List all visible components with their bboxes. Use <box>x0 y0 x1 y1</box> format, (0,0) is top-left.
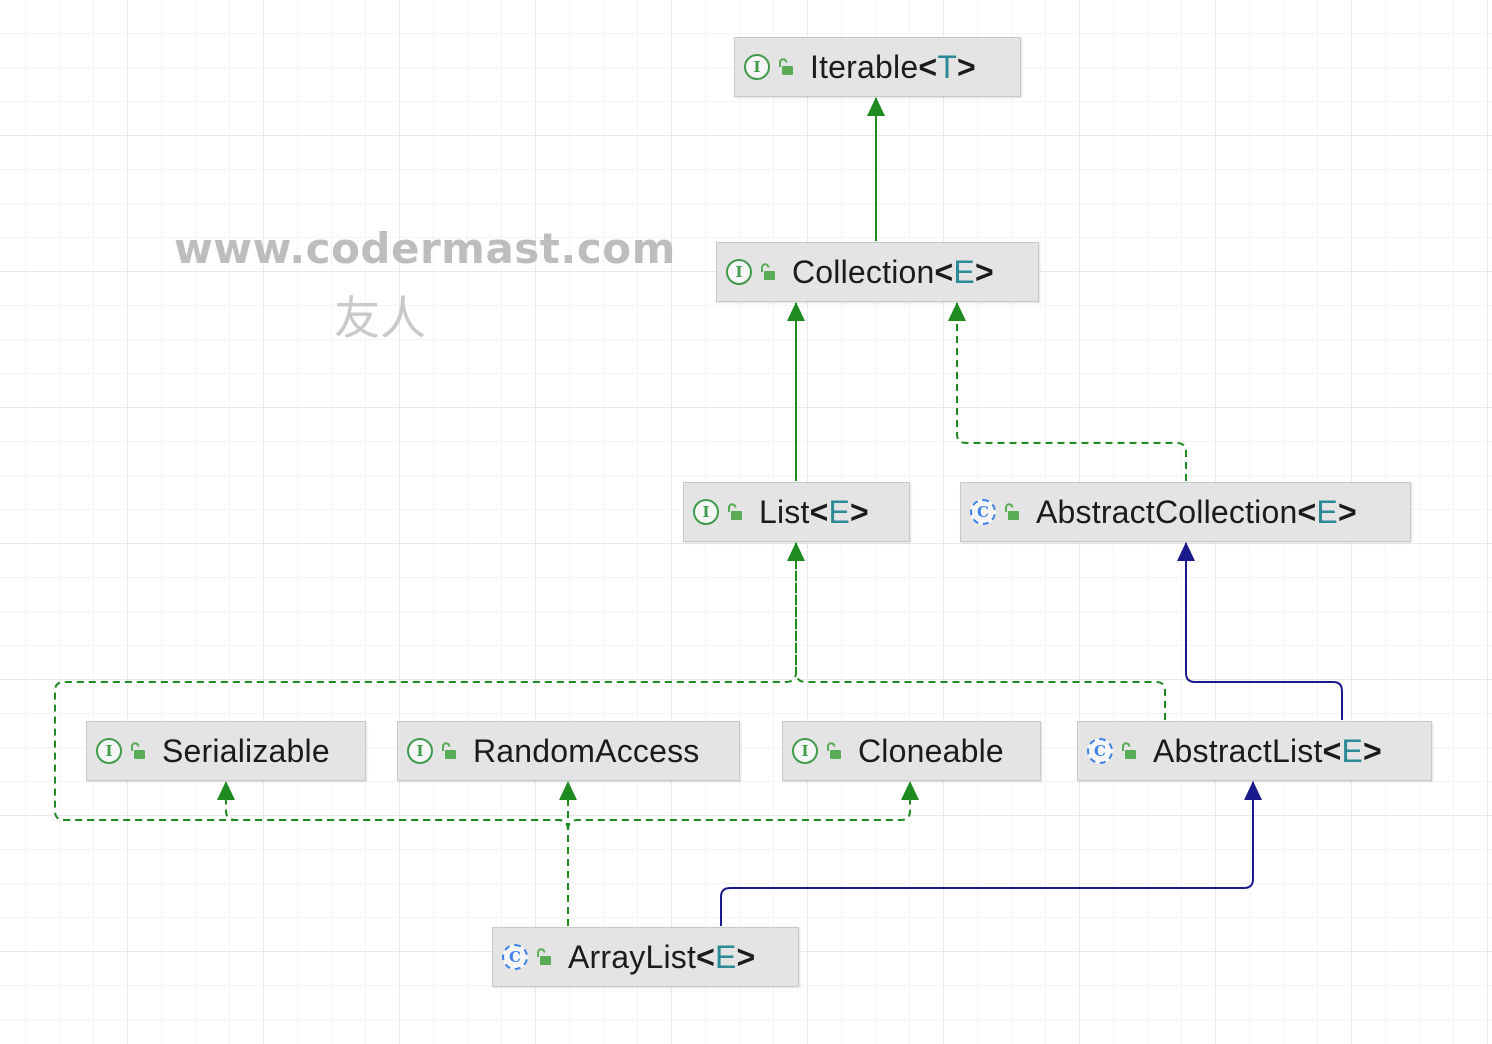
node-serializable[interactable]: I Serializable <box>86 721 366 781</box>
generic-open: < <box>918 48 938 85</box>
edge-abstract_list-implements-list <box>795 543 1166 720</box>
interface-icon: I <box>96 738 122 764</box>
type-name: RandomAccess <box>473 732 700 769</box>
node-iterable[interactable]: I Iterable<T> <box>734 37 1021 97</box>
watermark-url: www.codermast.com <box>174 224 676 273</box>
generic-open: < <box>809 493 829 530</box>
node-collection[interactable]: I Collection<E> <box>716 242 1039 302</box>
open-lock-icon <box>131 742 145 759</box>
edge-array_list-implements-serializable <box>225 782 569 926</box>
node-array-list[interactable]: C ArrayList<E> <box>492 927 799 987</box>
open-lock-icon <box>779 58 793 75</box>
arrowhead-cloneable <box>901 781 919 800</box>
generic-close: > <box>956 48 976 85</box>
type-name: Iterable <box>810 48 919 85</box>
type-name: ArrayList <box>568 938 697 975</box>
open-lock-icon <box>1005 503 1019 520</box>
open-lock-icon <box>728 503 742 520</box>
type-parameter: E <box>714 938 737 975</box>
type-name: AbstractCollection <box>1036 493 1298 530</box>
node-label: Iterable<T> <box>810 49 976 86</box>
generic-open: < <box>934 253 954 290</box>
watermark-text: 友人 <box>334 291 426 345</box>
type-name: Collection <box>792 253 935 290</box>
node-label: Serializable <box>162 733 330 770</box>
open-lock-icon <box>442 742 456 759</box>
type-parameter: T <box>937 48 957 85</box>
type-name: AbstractList <box>1153 732 1323 769</box>
arrowhead-collection <box>948 302 966 321</box>
edge-array_list-extends-abstract_list <box>720 782 1254 926</box>
arrowhead-serializable <box>217 781 235 800</box>
arrowhead-collection <box>787 302 805 321</box>
generic-close: > <box>974 253 994 290</box>
node-label: List<E> <box>759 494 869 531</box>
node-random-access[interactable]: I RandomAccess <box>397 721 740 781</box>
interface-icon: I <box>744 54 770 80</box>
edge-array_list-implements-list <box>54 543 797 926</box>
open-lock-icon <box>1122 742 1136 759</box>
type-parameter: E <box>1341 732 1364 769</box>
type-name: List <box>759 493 810 530</box>
open-lock-icon <box>761 263 775 280</box>
arrowhead-iterable <box>867 97 885 116</box>
type-parameter: E <box>953 253 975 290</box>
class-icon: C <box>502 944 528 970</box>
node-abstract-list[interactable]: C AbstractList<E> <box>1077 721 1432 781</box>
interface-icon: I <box>407 738 433 764</box>
edge-array_list-implements-cloneable <box>567 782 911 926</box>
edge-abstract_list-extends-abstract_collection <box>1185 543 1343 720</box>
interface-icon: I <box>693 499 719 525</box>
node-cloneable[interactable]: I Cloneable <box>782 721 1041 781</box>
arrowhead-abstract_collection <box>1177 542 1195 561</box>
node-label: AbstractCollection<E> <box>1036 494 1357 531</box>
arrowhead-abstract_list <box>1244 781 1262 800</box>
arrowhead-random_access <box>559 781 577 800</box>
type-parameter: E <box>828 493 851 530</box>
open-lock-icon <box>537 948 551 965</box>
class-icon: C <box>1087 738 1113 764</box>
generic-close: > <box>1363 732 1382 769</box>
arrowhead-list <box>787 542 805 561</box>
generic-open: < <box>1297 493 1317 530</box>
type-parameter: E <box>1316 493 1338 530</box>
node-label: Collection<E> <box>792 254 994 291</box>
generic-open: < <box>1322 732 1342 769</box>
node-label: Cloneable <box>858 733 1004 770</box>
open-lock-icon <box>827 742 841 759</box>
generic-open: < <box>696 938 715 975</box>
generic-close: > <box>736 938 756 975</box>
generic-close: > <box>1337 493 1357 530</box>
type-name: Serializable <box>162 732 330 769</box>
node-label: AbstractList<E> <box>1153 733 1382 770</box>
node-list[interactable]: I List<E> <box>683 482 910 542</box>
node-label: ArrayList<E> <box>568 939 755 976</box>
generic-close: > <box>850 493 869 530</box>
node-label: RandomAccess <box>473 733 700 770</box>
edge-abstract_collection-implements-collection <box>956 303 1187 481</box>
node-abstract-collection[interactable]: C AbstractCollection<E> <box>960 482 1411 542</box>
type-name: Cloneable <box>858 732 1004 769</box>
interface-icon: I <box>726 259 752 285</box>
class-icon: C <box>970 499 996 525</box>
interface-icon: I <box>792 738 818 764</box>
